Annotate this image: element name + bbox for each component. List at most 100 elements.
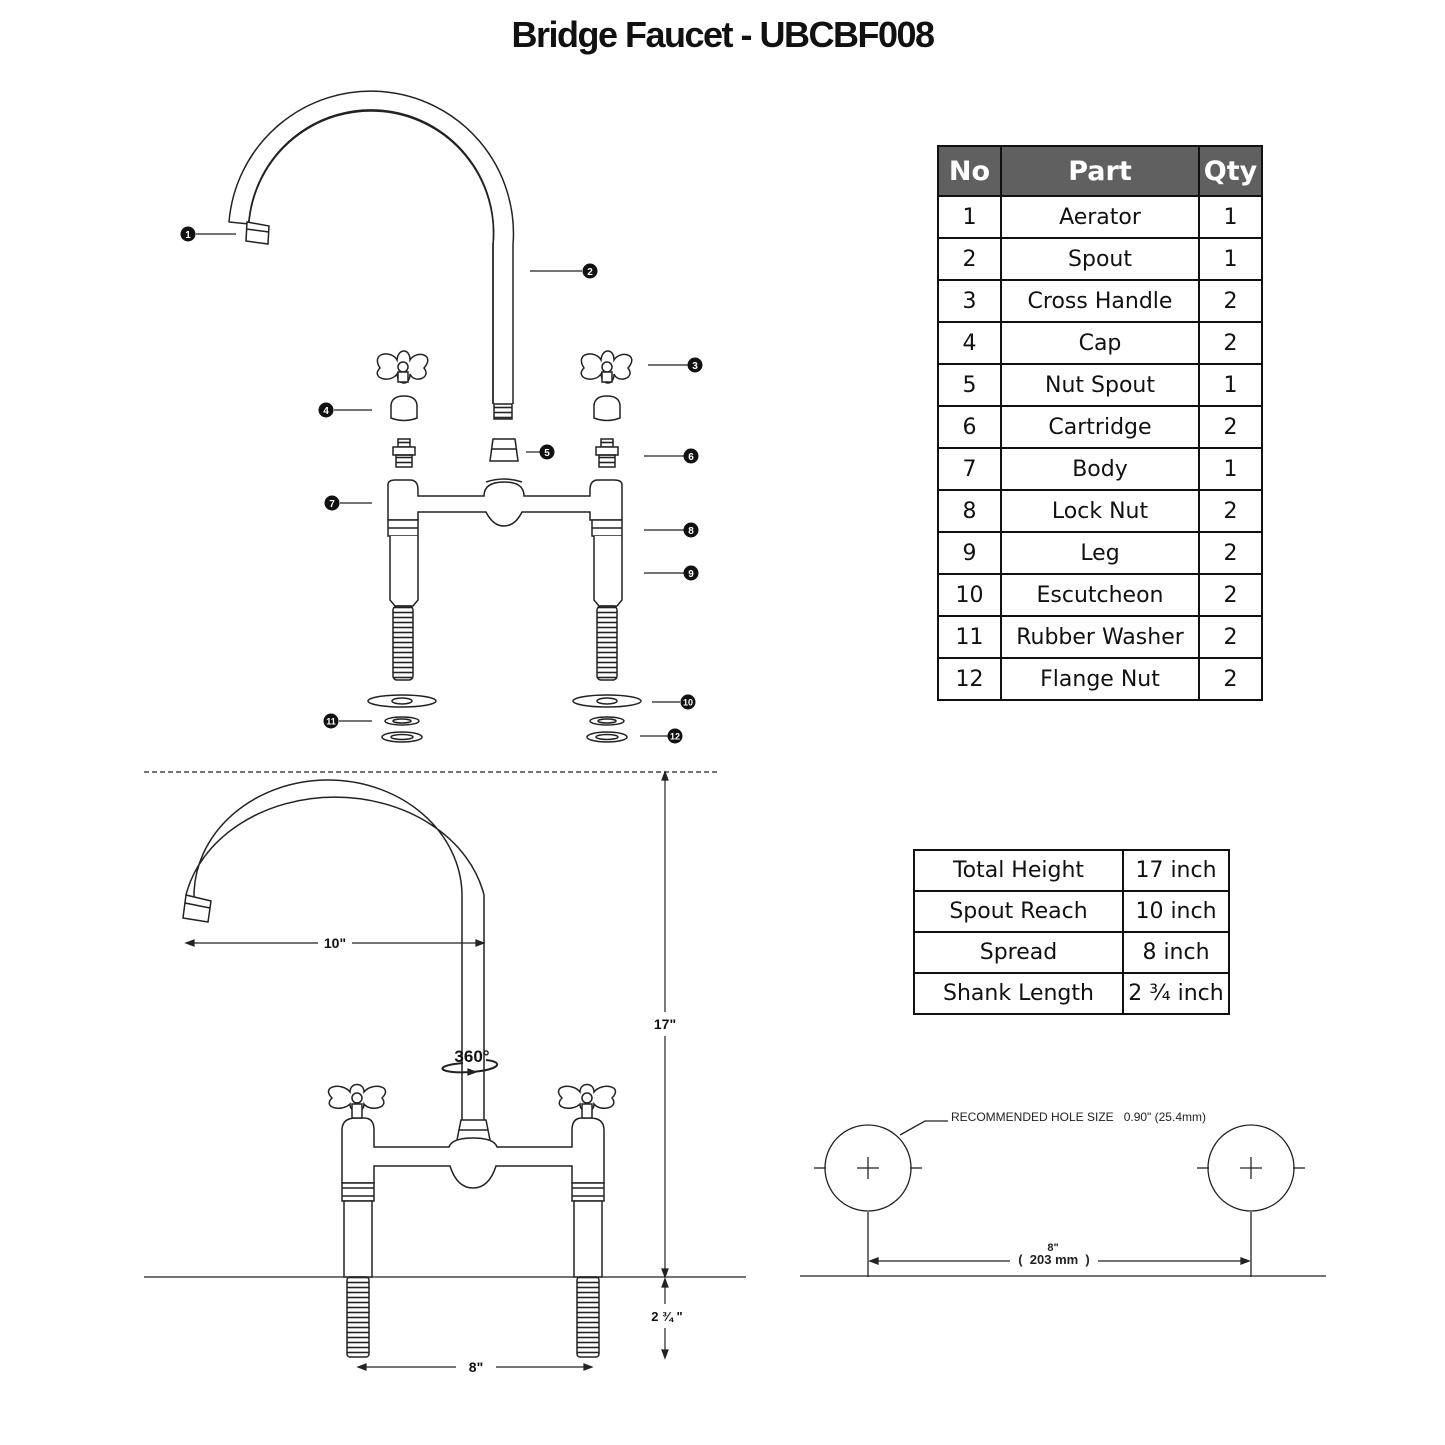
- spec-value: 17 inch: [1122, 849, 1230, 892]
- callout-11: 11: [326, 717, 336, 727]
- escutcheon-left: [367, 694, 437, 708]
- leg-assembled-left: [343, 1200, 373, 1278]
- cell-qty: 2: [1198, 531, 1263, 575]
- cell-part: Flange Nut: [1000, 657, 1200, 701]
- body-exploded: [387, 479, 623, 527]
- shank-right: [596, 605, 618, 681]
- spec-label: Total Height: [913, 849, 1124, 892]
- cell-qty: 1: [1198, 363, 1263, 407]
- cell-no: 8: [937, 489, 1002, 533]
- cell-qty: 1: [1198, 237, 1263, 281]
- shank-assembled-right: [576, 1276, 600, 1358]
- rubber-washer-right: [589, 716, 625, 726]
- cell-no: 2: [937, 237, 1002, 281]
- callout-4: 4: [323, 406, 329, 417]
- cell-qty: 2: [1198, 573, 1263, 617]
- cell-part: Nut Spout: [1000, 363, 1200, 407]
- spec-label: Spread: [913, 931, 1124, 974]
- hole-diagram: [800, 1120, 1326, 1277]
- hole-spacing-inch: 8": [1047, 1242, 1058, 1254]
- cell-part: Body: [1000, 447, 1200, 491]
- cell-qty: 2: [1198, 489, 1263, 533]
- leg-left: [389, 536, 419, 607]
- callout-badges: 1 2 3 4 5 6 7 8 9 10 11 12: [180, 226, 703, 744]
- cell-no: 12: [937, 657, 1002, 701]
- callout-1: 1: [185, 230, 191, 241]
- leg-right: [593, 536, 623, 607]
- height-dimension: 17": [654, 1016, 676, 1032]
- aerator-exploded: [245, 221, 270, 245]
- cross-handle-right: [580, 350, 633, 384]
- shank-assembled-left: [346, 1276, 370, 1358]
- cell-qty: 2: [1198, 279, 1263, 323]
- cell-part: Aerator: [1000, 195, 1200, 239]
- header-qty: Qty: [1198, 145, 1263, 197]
- flange-nut-right: [586, 731, 628, 743]
- cell-no: 7: [937, 447, 1002, 491]
- cap-left: [390, 395, 418, 422]
- hole-spacing-mm: ( 203 mm ): [1018, 1252, 1090, 1267]
- dimension-labels: 10" 17" 2 ¾ " 8" 360°: [324, 935, 683, 1375]
- spec-value: 10 inch: [1122, 890, 1230, 933]
- cell-part: Lock Nut: [1000, 489, 1200, 533]
- spread-dimension: 8": [469, 1359, 483, 1375]
- cell-part: Leg: [1000, 531, 1200, 575]
- body-assembled: [341, 1117, 605, 1189]
- reach-dimension: 10": [324, 935, 346, 951]
- cell-no: 9: [937, 531, 1002, 575]
- cell-no: 5: [937, 363, 1002, 407]
- cell-no: 3: [937, 279, 1002, 323]
- callout-12: 12: [670, 732, 680, 742]
- cell-part: Cross Handle: [1000, 279, 1200, 323]
- callout-6: 6: [688, 452, 694, 463]
- aerator-assembled: [182, 894, 212, 923]
- hole-size-note: RECOMMENDED HOLE SIZE 0.90" (25.4mm): [951, 1110, 1206, 1124]
- cell-part: Escutcheon: [1000, 573, 1200, 617]
- spec-label: Shank Length: [913, 972, 1124, 1015]
- cross-handle-assembled-right: [557, 1083, 617, 1119]
- cell-part: Cartridge: [1000, 405, 1200, 449]
- rubber-washer-left: [384, 716, 420, 726]
- parts-table-header: No Part Qty: [937, 145, 1263, 197]
- cell-part: Cap: [1000, 321, 1200, 365]
- cell-no: 4: [937, 321, 1002, 365]
- nut-spout-exploded: [489, 438, 519, 462]
- cap-right: [593, 395, 621, 422]
- callout-8: 8: [688, 526, 694, 537]
- cell-qty: 2: [1198, 405, 1263, 449]
- cell-qty: 2: [1198, 657, 1263, 701]
- cell-no: 10: [937, 573, 1002, 617]
- spec-value: 2 ¾ inch: [1122, 972, 1230, 1015]
- cell-qty: 2: [1198, 321, 1263, 365]
- callout-3: 3: [692, 361, 698, 372]
- spec-value: 8 inch: [1122, 931, 1230, 974]
- spec-label: Spout Reach: [913, 890, 1124, 933]
- header-part: Part: [1000, 145, 1200, 197]
- callout-9: 9: [688, 569, 694, 580]
- cell-part: Spout: [1000, 237, 1200, 281]
- cell-qty: 2: [1198, 615, 1263, 659]
- callout-7: 7: [329, 499, 335, 510]
- callout-2: 2: [587, 267, 593, 278]
- shank-dimension: 2 ¾ ": [651, 1309, 682, 1324]
- cartridge-left: [392, 438, 416, 468]
- escutcheon-right: [572, 694, 642, 708]
- shank-left: [392, 605, 414, 681]
- cell-no: 6: [937, 405, 1002, 449]
- page-title: Bridge Faucet - UBCBF008: [511, 14, 935, 55]
- cell-qty: 1: [1198, 447, 1263, 491]
- callout-leaders: [196, 233, 688, 737]
